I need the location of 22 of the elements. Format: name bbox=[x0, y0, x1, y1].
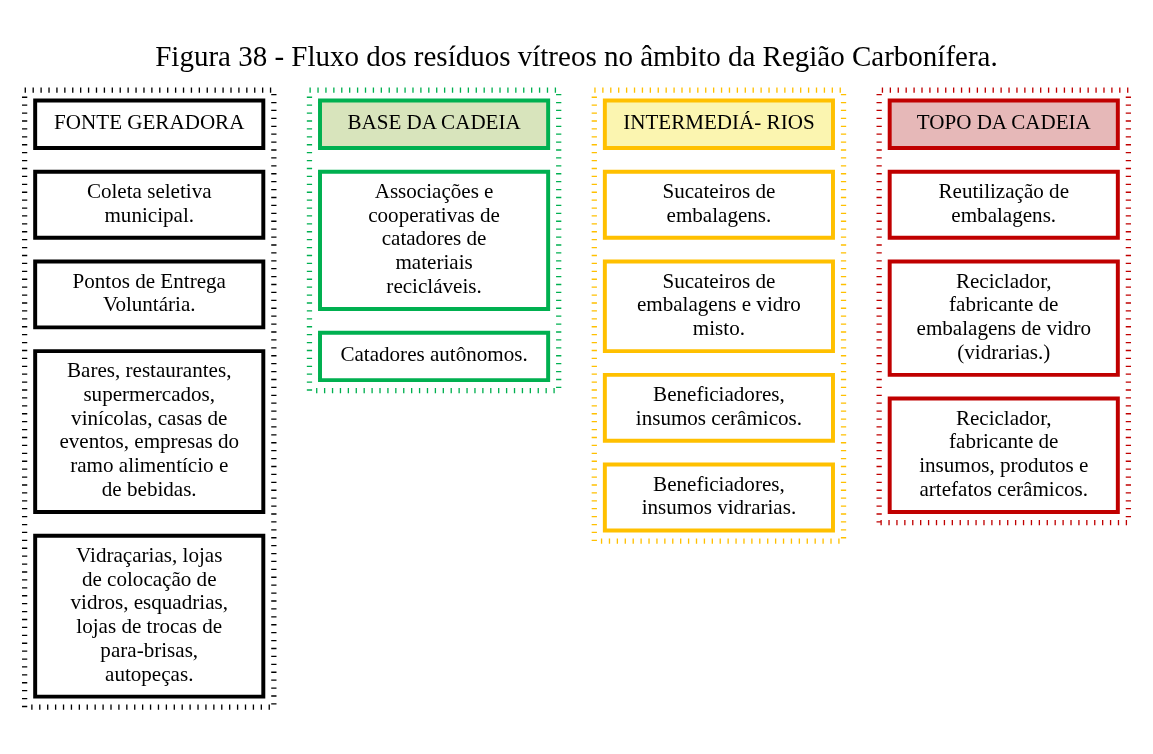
node-box: Reciclador, fabricante de insumos, produtos e artefatos cerâmicos. bbox=[887, 396, 1120, 514]
node-box: Reutilização de embalagens. bbox=[887, 169, 1120, 240]
cluster bbox=[22, 86, 277, 710]
node-box: Bares, restaurantes, supermercados, vinícolas, casas de eventos, empresas do ramo alimentício e de bebidas. bbox=[33, 348, 266, 514]
diagram-title: Figura 38 - Fluxo dos resíduos vítreos no âmbito da Região Carbonífera. bbox=[155, 39, 998, 72]
node-box: Sucateiros de embalagens. bbox=[602, 169, 835, 240]
node-box: Coleta seletiva municipal. bbox=[33, 169, 266, 240]
node-box: INTERMEDIÁ- RIOS bbox=[602, 98, 835, 150]
node-box: Sucateiros de embalagens e vidro misto. bbox=[602, 258, 835, 353]
node-box: TOPO DA CADEIA bbox=[887, 98, 1120, 150]
cluster bbox=[306, 86, 562, 393]
cluster bbox=[876, 86, 1131, 525]
node-box: Pontos de Entrega Voluntária. bbox=[33, 258, 266, 329]
node-box: Reciclador, fabricante de embalagens de vidro (vidrarias.) bbox=[887, 258, 1120, 377]
cluster bbox=[591, 86, 847, 544]
node-box: FONTE GERADORA bbox=[33, 98, 266, 150]
node-box: Beneficiadores, insumos vidrarias. bbox=[602, 462, 835, 532]
node-box: Associações e cooperativas de catadores de materiais recicláveis. bbox=[318, 169, 551, 311]
node-box: BASE DA CADEIA bbox=[318, 98, 551, 150]
node-box: Beneficiadores, insumos cerâmicos. bbox=[602, 372, 835, 443]
node-box: Vidraçarias, lojas de colocação de vidros, esquadrias, lojas de trocas de para-brisas, autopeças. bbox=[33, 533, 266, 699]
node-box: Catadores autônomos. bbox=[318, 330, 551, 382]
